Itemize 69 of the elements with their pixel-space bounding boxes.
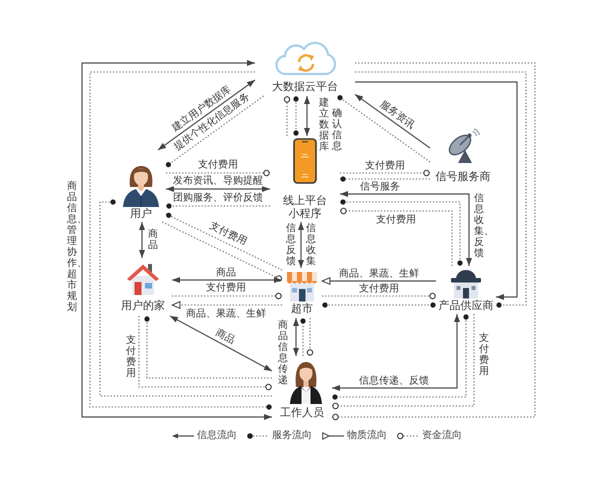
circle-ended-line — [162, 222, 282, 282]
edge-label: 建立数据库 — [319, 98, 329, 152]
edge-label: 支付费用 — [358, 283, 400, 294]
flow-label: 确认信息 — [332, 108, 342, 152]
open-arrow — [172, 301, 282, 309]
double-arrow — [293, 318, 299, 356]
double-arrow — [139, 222, 145, 258]
edge-label: 支付费用 — [479, 333, 489, 377]
double-arrow — [158, 80, 256, 150]
double-arrow — [298, 222, 304, 268]
edge-label: 商品 — [148, 229, 158, 251]
arrow — [354, 94, 430, 148]
double-arrow — [332, 314, 460, 391]
edge-label: 商品 — [212, 326, 238, 347]
edge-label: 信息传递、反馈 — [358, 375, 430, 386]
edge-label: 商品、果蔬、生鲜 — [338, 268, 420, 279]
node-label: 小程序 — [288, 208, 322, 221]
node-label: 大数据云平台 — [272, 81, 338, 94]
edge-label: 支付费用 — [206, 220, 250, 248]
edge-label: 发布资讯、导购提醒 — [172, 176, 264, 186]
circle-ended-line — [284, 96, 290, 136]
legend-label: 信息流向 — [197, 430, 237, 442]
edge-label: 信息收集 — [306, 223, 316, 267]
node-label: 超市 — [291, 303, 313, 316]
edge-label: 支付费用 — [126, 335, 136, 379]
edge-label: 支付费用 — [364, 160, 406, 172]
dot-ended-line — [340, 199, 463, 266]
circle-ended-line — [306, 318, 314, 356]
double-arrow — [340, 191, 472, 266]
double-arrow — [166, 186, 270, 192]
legend-label: 物质流向 — [347, 430, 387, 442]
node-label: 产品供应商 — [438, 300, 494, 313]
circle-ended-line — [166, 170, 270, 176]
edge-label: 服务资讯 — [376, 98, 418, 132]
legend-label: 服务流向 — [272, 430, 312, 442]
edge-label: 商品信息传递 — [278, 320, 288, 386]
edge-label: 团购服务、评价反馈 — [172, 192, 264, 203]
dot-ended-line — [166, 96, 264, 168]
circle-ended-line — [332, 62, 536, 420]
dot-ended-line — [293, 96, 299, 136]
dot-ended-line — [340, 176, 430, 182]
node-label: 线上平台 — [283, 195, 327, 208]
edge-label: 商品、果蔬、生鲜 — [185, 308, 267, 320]
edge-label: 支付费用 — [375, 214, 417, 225]
edge-label: 商品 — [215, 268, 237, 278]
dot-ended-line — [300, 318, 306, 356]
edge-label: 信号服务 — [359, 181, 401, 192]
legend-label: 资金流向 — [422, 430, 462, 442]
circle-ended-line — [340, 170, 430, 176]
edge-label: 支付费用 — [197, 160, 239, 170]
double-arrow — [304, 96, 310, 136]
dot-ended-line — [166, 212, 282, 270]
dot-ended-line — [337, 95, 430, 162]
open-arrow — [322, 277, 436, 285]
double-arrow — [172, 277, 282, 283]
circle-ended-line — [138, 316, 272, 390]
node-label: 用户的家 — [121, 300, 165, 313]
edge-label: 支付费用 — [205, 282, 247, 294]
node-label: 用户 — [130, 208, 152, 221]
dot-ended-line — [166, 203, 270, 209]
flow-label: 信息反馈 — [286, 223, 296, 267]
circle-ended-line — [322, 292, 436, 300]
circle-ended-line — [172, 292, 282, 300]
dot-ended-line — [322, 302, 436, 308]
double-arrow — [170, 315, 272, 372]
node-label: 工作人员 — [280, 407, 324, 420]
dot-ended-line — [144, 316, 272, 379]
node-label: 信号服务商 — [436, 171, 490, 184]
circle-ended-line — [340, 208, 453, 266]
